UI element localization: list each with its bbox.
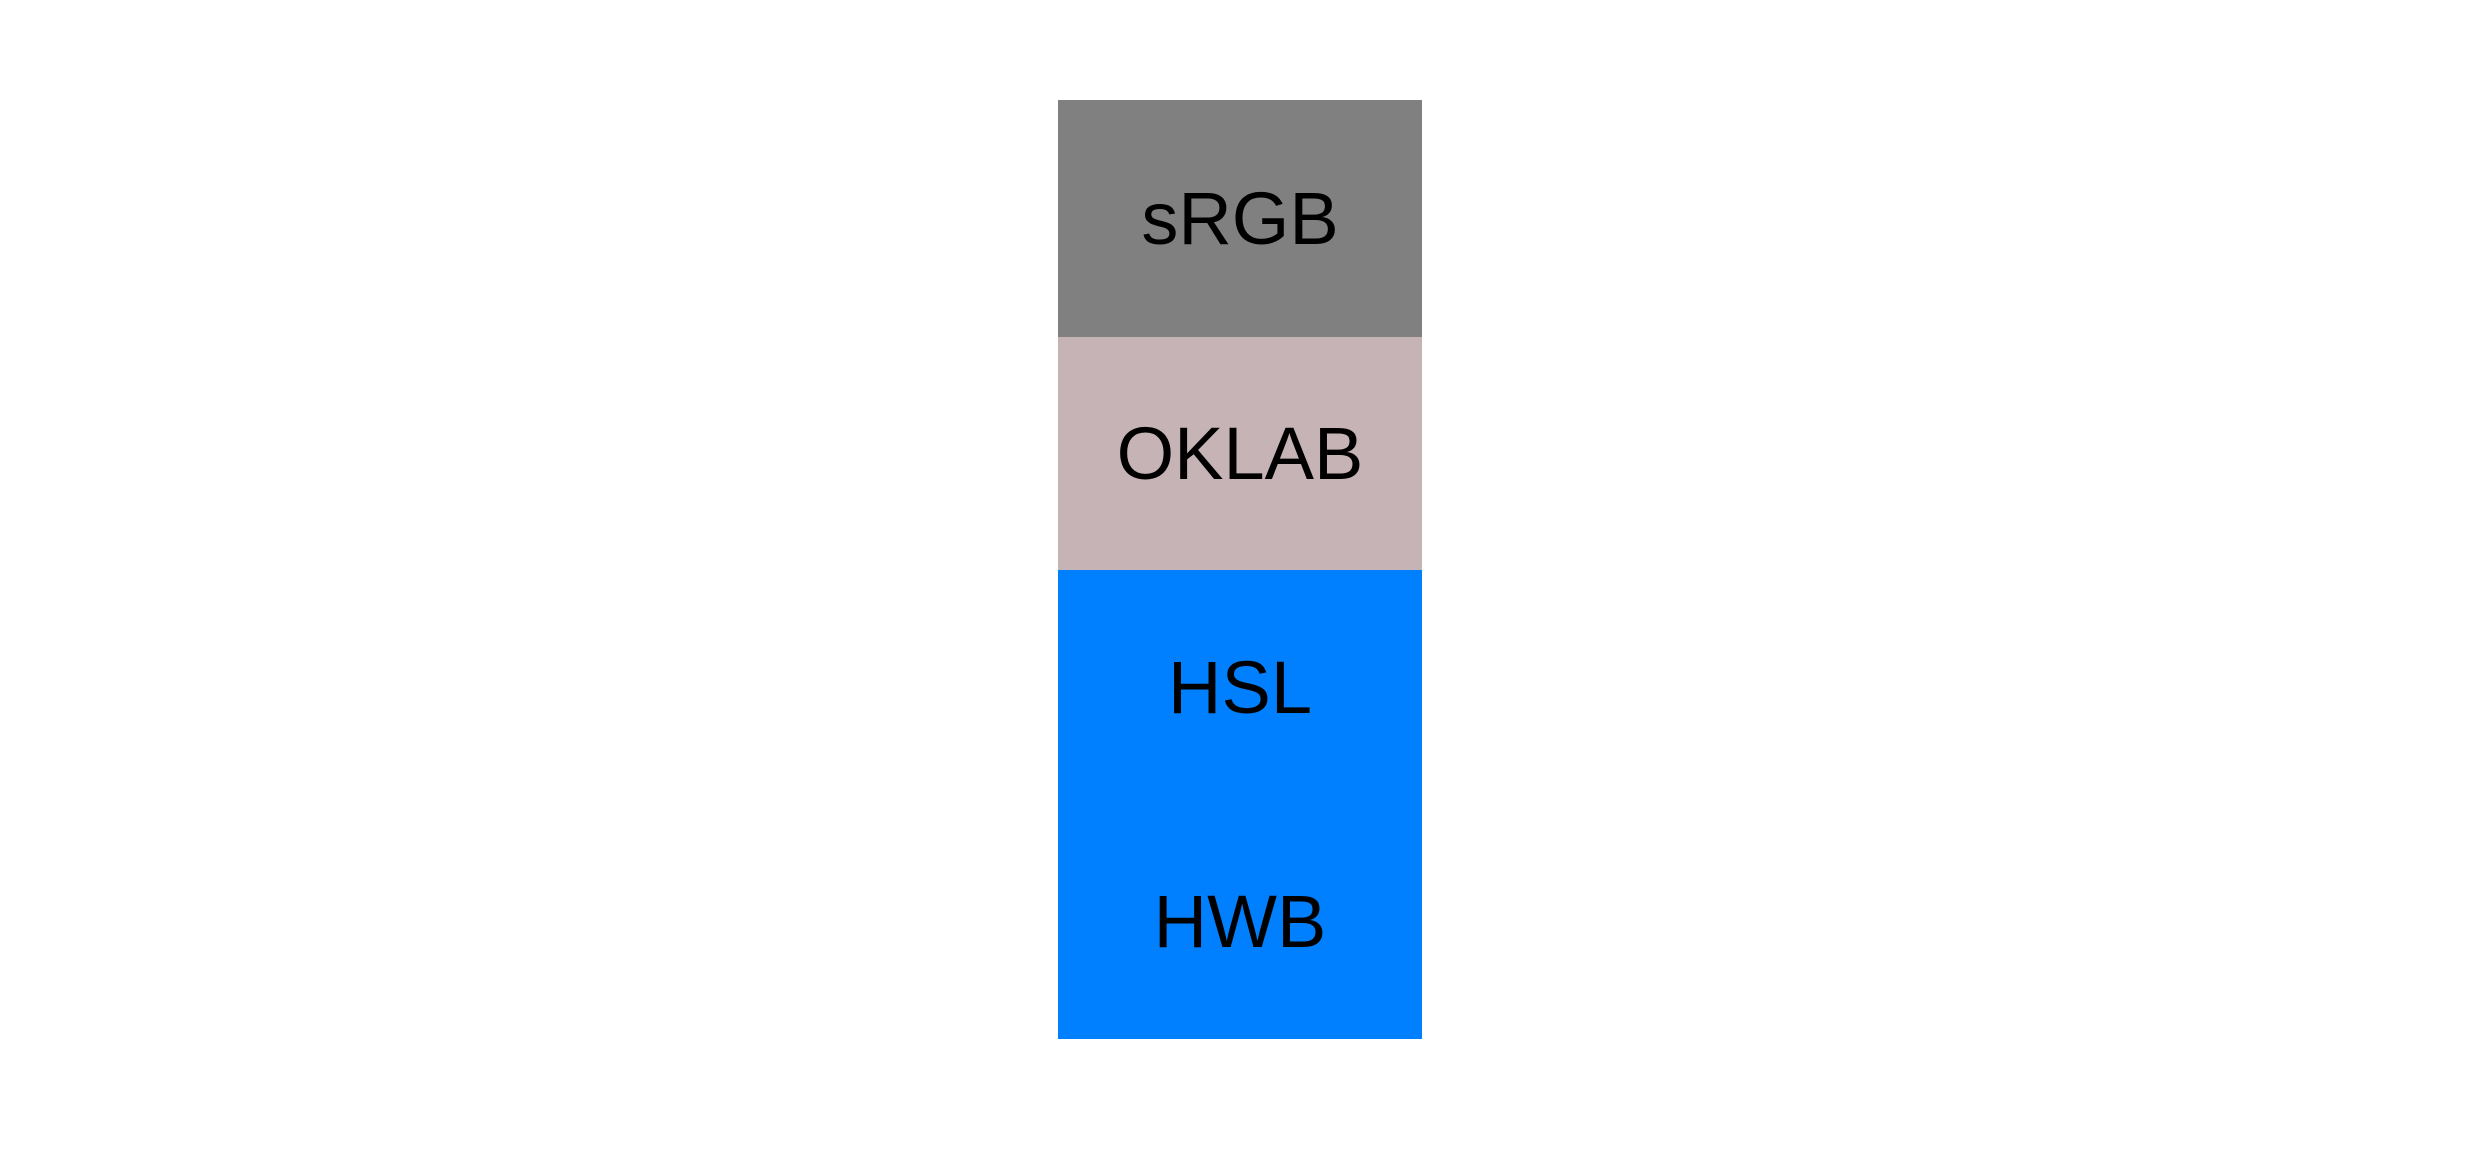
color-space-swatch-stack: sRGB OKLAB HSL HWB (1058, 100, 1422, 1039)
swatch-label-srgb: sRGB (1141, 176, 1339, 260)
swatch-oklab[interactable]: OKLAB (1058, 337, 1422, 570)
swatch-hsl[interactable]: HSL (1058, 570, 1422, 805)
swatch-label-hsl: HSL (1168, 645, 1312, 729)
swatch-label-hwb: HWB (1153, 880, 1327, 963)
swatch-srgb[interactable]: sRGB (1058, 100, 1422, 337)
swatch-label-oklab: OKLAB (1116, 411, 1364, 495)
swatch-hwb[interactable]: HWB (1058, 805, 1422, 1039)
